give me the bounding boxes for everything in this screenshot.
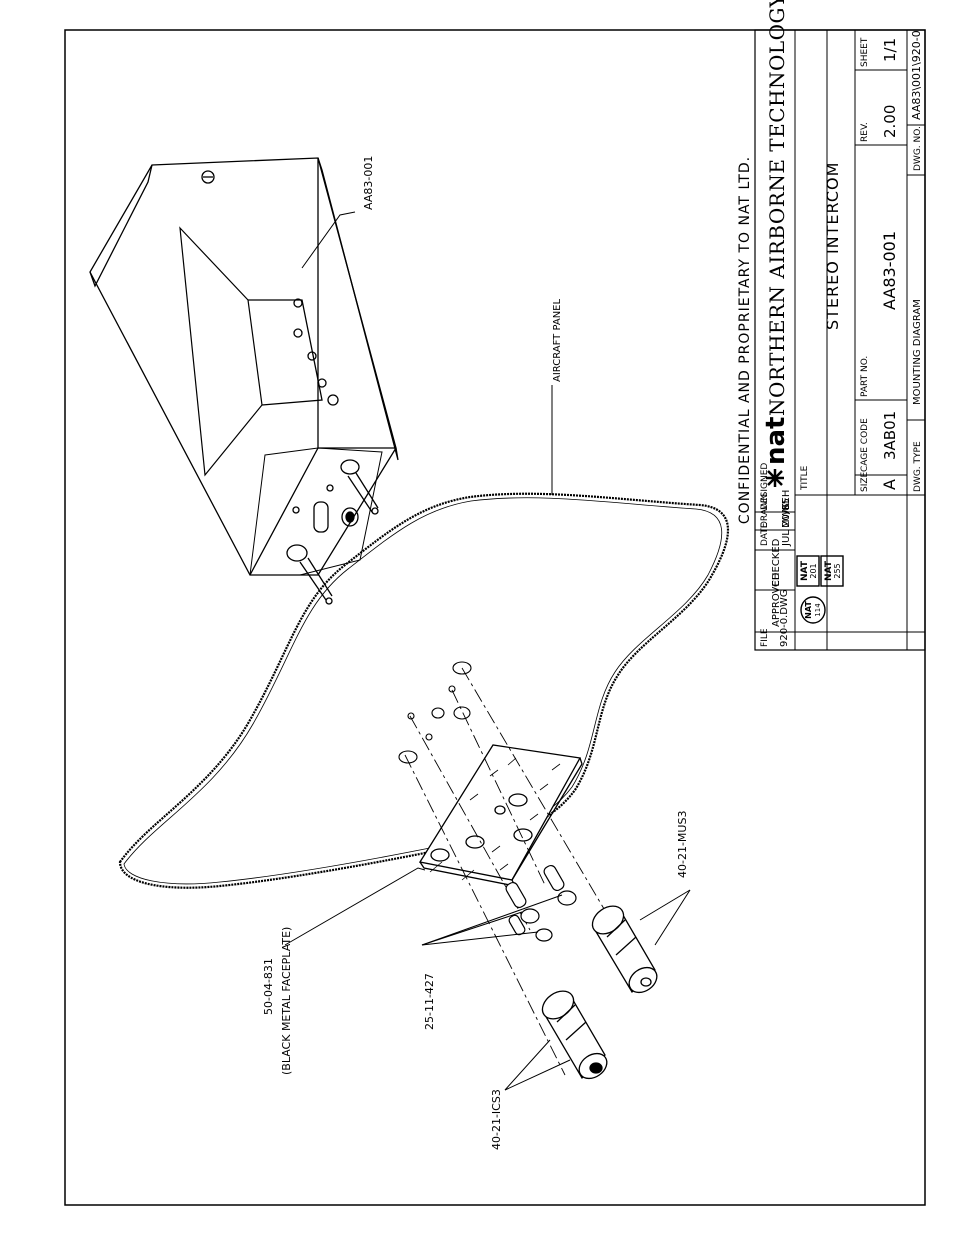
callout-panel: AIRCRAFT PANEL [552,299,563,383]
callout-screws: 25-11-427 [423,973,436,1030]
cage-code-label: CAGE CODE [860,418,870,472]
intercom-unit [89,157,399,605]
confidential-text: CONFIDENTIAL AND PROPRIETARY TO NAT LTD. [737,156,753,524]
sheet-value: 1/1 [881,38,899,62]
svg-text:201: 201 [809,563,818,578]
svg-text:NAT: NAT [804,601,813,619]
panel-outline-inner [123,497,723,885]
callout-faceplate-pn: 50-04-831 [262,958,275,1015]
part-no-value: AA83-001 [880,231,899,310]
company-logo: nat [761,417,791,487]
sunburst-logo-icon [766,469,784,487]
screws [505,864,577,942]
dwg-no-value: AA83\001\920-0 [910,30,923,120]
dwg-type-value: MOUNTING DIAGRAM [912,299,923,405]
stamp-nat-114: NAT 114 [800,596,826,624]
svg-text:114: 114 [814,603,822,617]
sheet-label: SHEET [860,37,870,67]
size-label: SIZE [860,471,870,492]
callout-unit: AA83-001 [362,156,375,210]
callout-faceplate-desc: (BLACK METAL FACEPLATE) [280,927,293,1075]
designed-value: KEH [781,490,792,510]
company-name: NORTHERN AIRBORNE TECHNOLOGY LTD. [765,0,789,416]
drawn-value: MWS [781,503,792,528]
logo-wordmark: nat [761,417,791,465]
svg-text:NAT: NAT [824,560,834,581]
date-label: DATE [760,522,770,546]
checked-label: CHECKED [771,538,782,587]
stamp-nat-201: NAT 201 [796,555,820,587]
callout-knob-mus: 40-21-MUS3 [676,811,689,878]
dwg-no-label: DWG. NO. [913,126,923,171]
title-label: TITLE [800,465,810,491]
designed-label: DESIGNED [760,463,770,510]
part-no-label: PART NO. [860,356,870,397]
knob-ics [541,990,608,1080]
leader-knobs [504,889,691,1091]
drawn-label: DRAWN [760,494,770,528]
cage-code-value: 3AB01 [881,411,899,460]
faceplate [418,744,583,887]
stamp-nat-255: NAT 255 [820,555,844,587]
dwg-type-label: DWG. TYPE [913,441,923,492]
leader-screws [421,894,563,946]
knob-mus [591,905,658,994]
leader-unit [301,211,356,269]
title-block-left: FILE 920-0.DWG APPROVED CHECKED DATE JUL… [755,463,925,647]
aircraft-panel-outline [118,492,730,889]
approved-label: APPROVED [771,572,782,627]
size-value: A [880,479,899,490]
title-block: CONFIDENTIAL AND PROPRIETARY TO NAT LTD.… [737,0,926,651]
date-value: JUL 20/05 [781,498,792,547]
svg-text:NAT: NAT [800,560,810,581]
callout-knob-ics: 40-21-ICS3 [490,1089,503,1150]
file-value: 920-0.DWG [779,589,790,647]
rev-value: 2.00 [881,105,899,138]
leader-faceplate [284,867,426,946]
rev-label: REV. [860,122,870,142]
panel-holes [398,661,472,764]
title-value: STEREO INTERCOM [823,162,842,330]
file-label: FILE [760,628,770,647]
svg-text:255: 255 [833,563,842,578]
